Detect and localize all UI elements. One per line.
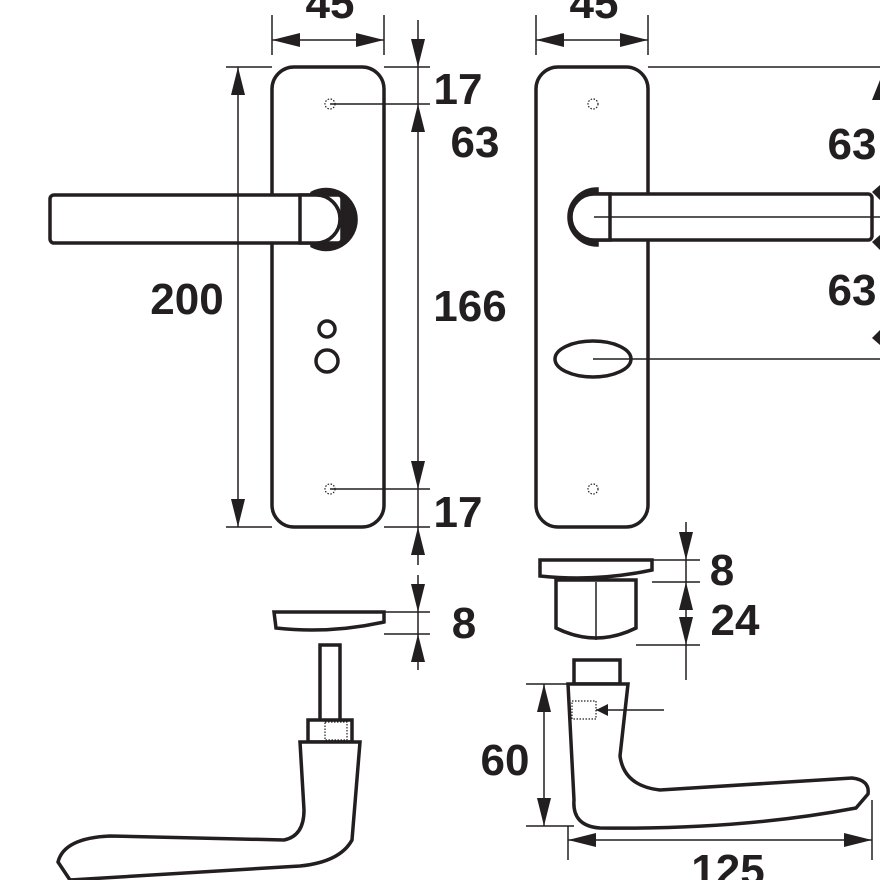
left-small-hole [317,319,337,339]
right-backplate [534,65,650,529]
right-upper-label: 63 [828,120,877,169]
left-spindle [318,643,342,725]
left-rose-side [272,610,386,632]
right-side-view: 8 24 60 125 [481,522,873,880]
right-backplate-assembly [534,65,880,529]
right-rose-side [538,558,654,580]
left-backplate-assembly [48,65,386,529]
left-lever-side [56,740,362,880]
left-spindle-socket [306,718,354,744]
right-lever-spindle [572,658,622,686]
plate-height-label: 200 [150,275,223,324]
left-width-label: 45 [306,0,355,28]
right-dimensions: 45 63 63 [535,0,880,345]
right-lever-end [569,192,612,242]
handle-height-label: 60 [481,736,530,785]
left-dimensions: 45 200 17 63 166 17 [150,0,507,565]
right-bottom-screw-hole [587,483,599,495]
bottom-offset-label: 17 [434,488,483,537]
left-side-view: 8 [56,575,476,880]
left-backplate [270,65,386,529]
top-to-handle-label: 63 [451,118,500,167]
right-top-screw-hole [587,98,599,110]
top-offset-label: 17 [434,65,483,114]
right-width-label: 45 [570,0,619,28]
right-lower-label: 63 [828,266,877,315]
left-large-hole [314,348,340,374]
right-lever-side [566,682,870,830]
left-rose-thickness-label: 8 [452,599,476,648]
left-lever-arm [48,193,344,245]
left-lever-end [298,193,342,245]
screw-spacing-label: 166 [433,282,506,331]
right-rose-thickness-label: 8 [710,546,734,595]
rose-depth-label: 24 [711,596,760,645]
handle-length-label: 125 [691,846,764,880]
